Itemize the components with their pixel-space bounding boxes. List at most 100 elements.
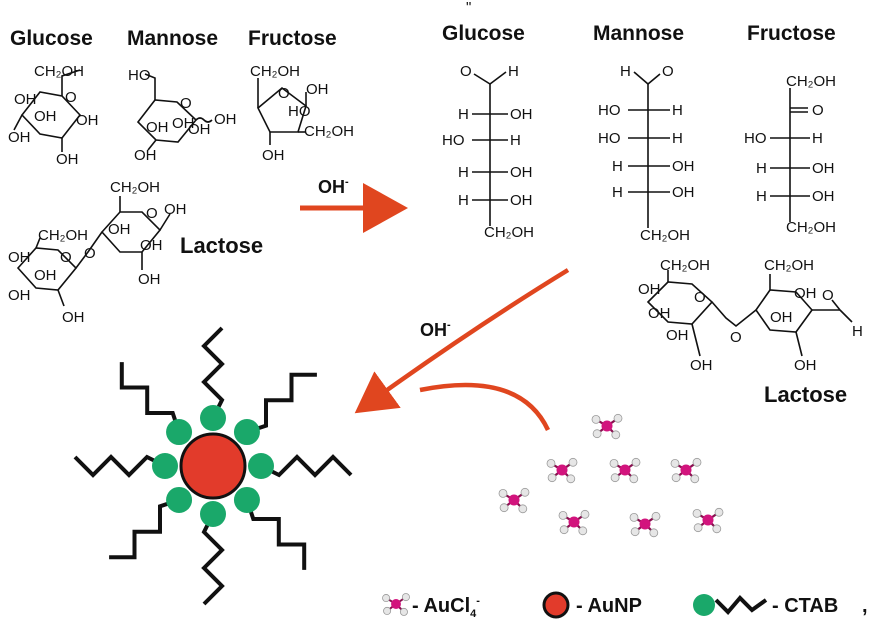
legend-aunp-label: - AuNP xyxy=(576,595,642,617)
svg-text:H: H xyxy=(852,323,863,340)
stray-mark: " xyxy=(466,0,471,16)
reduction-arrow: OH- xyxy=(354,268,570,431)
svg-text:OH: OH xyxy=(164,201,187,218)
svg-text:H: H xyxy=(620,63,631,80)
svg-text:CH₂OH: CH₂OH xyxy=(484,224,534,241)
aucl4-ion xyxy=(629,511,661,538)
ctab-tail xyxy=(245,499,307,570)
svg-text:OH: OH xyxy=(188,121,211,138)
legend-ctab-label: - CTAB xyxy=(772,595,838,617)
ctab-head xyxy=(152,453,178,479)
ctab-capped-aunp xyxy=(73,326,353,606)
svg-text:OH: OH xyxy=(56,151,79,168)
ctab-tail xyxy=(201,326,225,419)
svg-text:H: H xyxy=(672,130,683,147)
svg-text:OH: OH xyxy=(794,285,817,302)
svg-text:H: H xyxy=(458,106,469,123)
oh-label-bottom: OH- xyxy=(420,319,451,340)
svg-text:OH: OH xyxy=(262,147,285,164)
aucl4-ion xyxy=(558,509,590,536)
fructose-ring-structure: CH₂OH O OH HO CH₂OH OH xyxy=(250,63,354,164)
svg-text:H: H xyxy=(508,63,519,80)
svg-text:OH: OH xyxy=(214,111,237,128)
svg-text:OH: OH xyxy=(34,267,57,284)
svg-text:OH: OH xyxy=(108,221,131,238)
lactose-open-structure: CH₂OH CH₂OH O O OH OH OH OH OH O H OH OH… xyxy=(638,257,863,407)
svg-text:H: H xyxy=(672,102,683,119)
fructose-fischer-projection: CH₂OH O HO H H OH H OH CH₂OH xyxy=(744,73,836,236)
lactose-title-right: Lactose xyxy=(764,382,847,407)
svg-text:HO: HO xyxy=(128,67,151,84)
ctab-head xyxy=(248,453,274,479)
ctab-head xyxy=(200,501,226,527)
ctab-heads xyxy=(152,405,274,527)
svg-text:OH: OH xyxy=(8,249,31,266)
legend-ctab-tail xyxy=(714,595,768,615)
svg-text:OH: OH xyxy=(648,305,671,322)
ctab-tail xyxy=(246,372,317,434)
svg-text:H: H xyxy=(458,192,469,209)
svg-text:CH₂OH: CH₂OH xyxy=(786,219,836,236)
ctab-head xyxy=(233,419,260,446)
ctab-tails xyxy=(73,326,353,606)
svg-text:O: O xyxy=(460,63,472,80)
ctab-tail xyxy=(201,513,225,606)
legend-aunp-symbol xyxy=(542,591,570,619)
svg-text:O: O xyxy=(694,289,706,306)
svg-text:OH: OH xyxy=(8,129,31,146)
oh-label-top: OH- xyxy=(318,176,349,197)
aucl4-ion xyxy=(382,593,410,616)
svg-text:CH₂OH: CH₂OH xyxy=(34,63,84,80)
mannose-ring-structure: HO O OH OH OH OH OH xyxy=(128,67,237,164)
open-chain-sugars: Glucose Mannose Fructose " O H H OH HO H… xyxy=(442,0,863,407)
svg-text:OH: OH xyxy=(770,309,793,326)
svg-text:CH₂OH: CH₂OH xyxy=(110,179,160,196)
svg-text:O: O xyxy=(84,245,96,262)
legend: - AuCl4- - AuNP - CTAB , xyxy=(382,591,868,620)
ctab-tail xyxy=(73,454,166,478)
legend-trailing-mark: , xyxy=(862,595,868,617)
svg-text:OH: OH xyxy=(666,327,689,344)
svg-text:H: H xyxy=(812,130,823,147)
svg-text:OH: OH xyxy=(794,357,817,374)
svg-text:OH: OH xyxy=(510,164,533,181)
svg-text:OH: OH xyxy=(140,237,163,254)
svg-text:CH₂OH: CH₂OH xyxy=(764,257,814,274)
ctab-tail xyxy=(260,454,353,478)
svg-text:OH: OH xyxy=(690,357,713,374)
svg-text:O: O xyxy=(146,205,158,222)
svg-text:O: O xyxy=(65,89,77,106)
glucose-ring-structure: CH₂OH O OH OH OH OH OH xyxy=(8,63,99,168)
svg-text:CH₂OH: CH₂OH xyxy=(786,73,836,90)
svg-text:OH: OH xyxy=(62,309,85,326)
ctab-head xyxy=(166,486,193,513)
svg-text:CH₂OH: CH₂OH xyxy=(38,227,88,244)
svg-text:O: O xyxy=(662,63,674,80)
fructose-title-right: Fructose xyxy=(747,22,836,45)
svg-text:OH: OH xyxy=(8,287,31,304)
aucl4-ion xyxy=(609,457,641,484)
lactose-title-left: Lactose xyxy=(180,233,263,258)
legend-ctab-head xyxy=(693,594,715,616)
svg-text:OH: OH xyxy=(14,91,37,108)
svg-text:O: O xyxy=(730,329,742,346)
svg-text:OH: OH xyxy=(510,106,533,123)
svg-text:O: O xyxy=(812,102,824,119)
svg-text:HO: HO xyxy=(598,130,621,147)
svg-text:H: H xyxy=(510,132,521,149)
svg-text:OH: OH xyxy=(812,160,835,177)
glucose-title-right: Glucose xyxy=(442,22,525,45)
ctab-tail xyxy=(119,362,181,433)
legend-aucl4-label: - AuCl4- xyxy=(412,595,480,620)
svg-text:OH: OH xyxy=(172,115,195,132)
svg-text:OH: OH xyxy=(138,271,161,288)
svg-text:OH: OH xyxy=(638,281,661,298)
svg-text:HO: HO xyxy=(442,132,465,149)
svg-text:OH: OH xyxy=(306,81,329,98)
mannose-title-right: Mannose xyxy=(593,22,684,45)
ctab-tail xyxy=(109,498,180,560)
svg-text:O: O xyxy=(278,85,290,102)
mannose-fischer-projection: H O HO H HO H H OH H OH CH₂OH xyxy=(598,63,695,244)
svg-text:OH: OH xyxy=(812,188,835,205)
svg-text:H: H xyxy=(612,158,623,175)
